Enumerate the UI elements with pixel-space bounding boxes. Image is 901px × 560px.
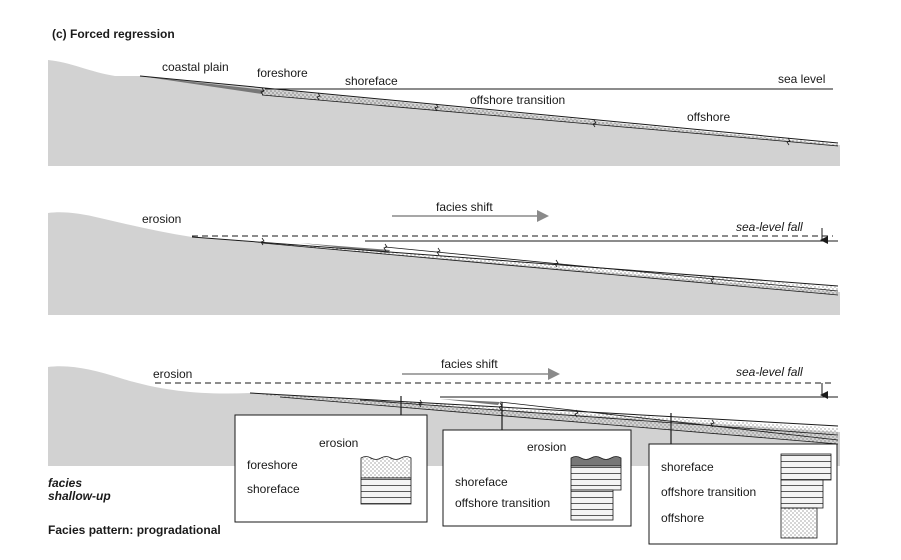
label-offshore-transition: offshore transition (470, 93, 565, 107)
box-2-label-erosion: erosion (527, 440, 566, 454)
facies-boundary-mark (710, 275, 715, 284)
panel-3-inner-surface (359, 399, 839, 436)
box-3-shoreface-column (780, 453, 832, 481)
label-shoreface: shoreface (345, 74, 398, 88)
box-1-label-shoreface: shoreface (247, 482, 300, 496)
facies-boundary-mark (316, 92, 321, 101)
box-1-foreshore-column (360, 456, 412, 479)
label-erosion-panel-3: erosion (153, 367, 192, 381)
box-3-label-offshore-transition: offshore transition (661, 485, 756, 499)
log-box-2: erosion shoreface offshore transition (442, 429, 632, 527)
label-offshore: offshore (687, 110, 730, 124)
box-2-shoreface-column (570, 465, 622, 491)
panel-1-top-surface (139, 75, 839, 144)
facies-boundary-mark (710, 419, 715, 428)
box-2-offshore-transition-column (570, 489, 614, 521)
panel-1-facies-belt (262, 89, 838, 146)
facies-boundary-mark (498, 402, 503, 411)
panel-2-inner-surface (384, 246, 839, 292)
facies-pattern-caption: Facies pattern: progradational (48, 523, 221, 537)
facies-boundary-mark (418, 399, 423, 408)
facies-boundary-mark (574, 409, 579, 418)
label-erosion-panel-2: erosion (142, 212, 181, 226)
log-box-1: erosion foreshore shoreface (234, 414, 428, 523)
label-sea-level-fall-panel-3: sea-level fall (736, 365, 803, 379)
coastal-plain-wedge (140, 76, 265, 94)
box-2-dark-cap (570, 456, 622, 467)
facies-boundary-mark (554, 259, 559, 268)
facies-boundary-mark (260, 237, 265, 246)
box-3-offshore-column (780, 507, 818, 539)
facies-label: facies (48, 476, 82, 490)
facies-boundary-mark (786, 137, 791, 146)
label-facies-shift-panel-2: facies shift (436, 200, 493, 214)
panel-3-dark-wedge (440, 399, 500, 405)
panel-2-ground (48, 212, 840, 315)
label-sea-level: sea level (778, 72, 825, 86)
box-2-label-offshore-transition: offshore transition (455, 496, 550, 510)
panel-3-base-surface (279, 396, 839, 445)
facies-boundary-mark (383, 243, 388, 252)
facies-boundary-mark (592, 119, 597, 128)
box-1-label-erosion: erosion (319, 436, 358, 450)
facies-boundary-mark (436, 247, 441, 256)
label-facies-shift-panel-3: facies shift (441, 357, 498, 371)
box-1-label-foreshore: foreshore (247, 458, 298, 472)
box-3-label-offshore: offshore (661, 511, 704, 525)
diagram-title: (c) Forced regression (52, 27, 175, 41)
panel-3-top-surface (249, 392, 839, 427)
box-1-shoreface-column (360, 477, 412, 505)
panel-2-cross-section: erosion facies shift sea-level fall (48, 200, 840, 315)
label-coastal-plain: coastal plain (162, 60, 229, 74)
panel-2-base-surface (261, 242, 839, 296)
box-2-label-shoreface: shoreface (455, 475, 508, 489)
facies-boundary-mark (434, 103, 439, 112)
label-foreshore: foreshore (257, 66, 308, 80)
box-3-offshore-transition-column (780, 479, 824, 509)
facies-boundary-mark (260, 87, 265, 96)
box-3-label-shoreface: shoreface (661, 460, 714, 474)
shallow-up-label: shallow-up (48, 489, 111, 503)
panel-1-base-surface (261, 94, 839, 147)
panel-2-top-surface (191, 236, 839, 287)
label-sea-level-fall-panel-2: sea-level fall (736, 220, 803, 234)
log-box-3: shoreface offshore transition offshore (648, 443, 838, 545)
panel-1-cross-section: coastal plain foreshore shoreface offsho… (48, 60, 840, 166)
panel-3-inner-surface-2 (499, 401, 839, 441)
